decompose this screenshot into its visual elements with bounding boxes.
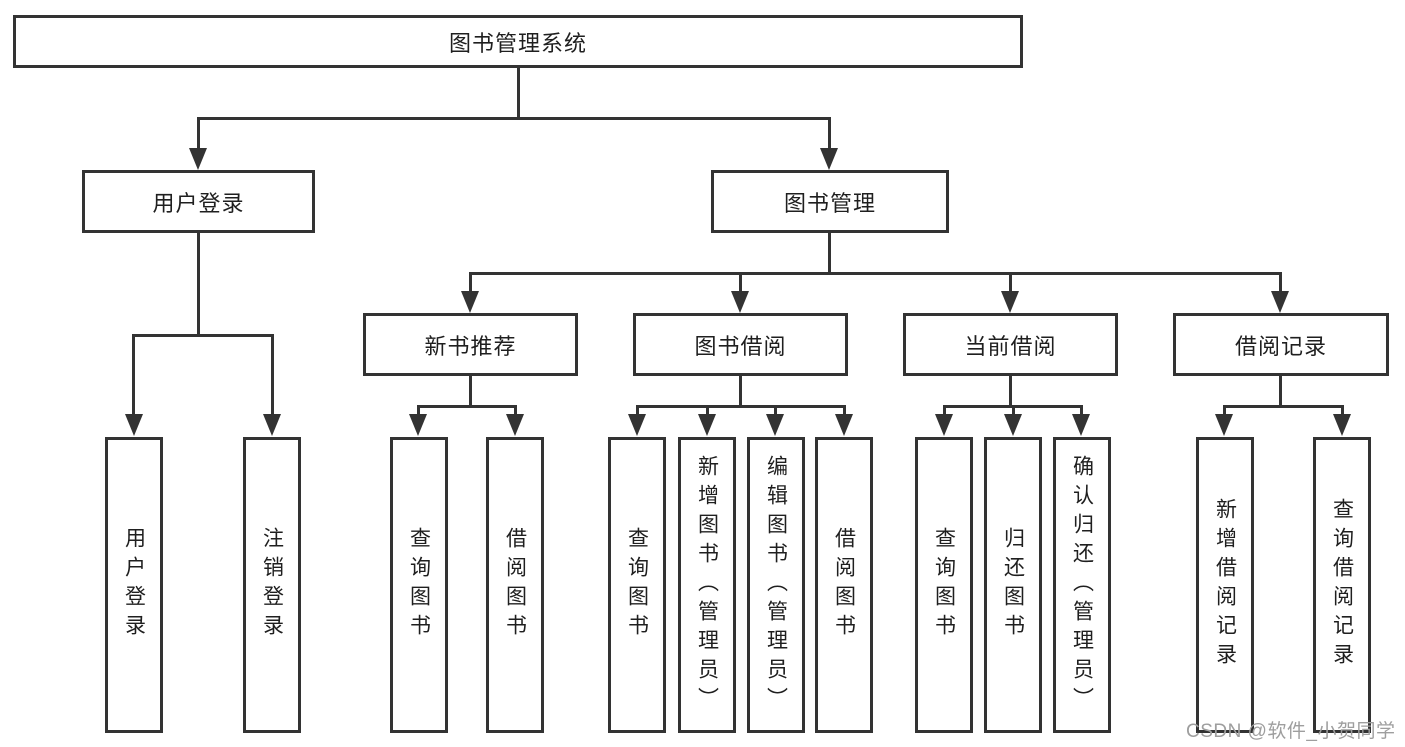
arrow-down-icon <box>506 414 524 436</box>
connector-line <box>197 117 831 120</box>
leaf-user-login-label: 用户登录 <box>122 527 146 643</box>
arrow-down-icon <box>766 414 784 436</box>
arrow-down-icon <box>1072 414 1090 436</box>
connector-line <box>514 405 517 417</box>
connector-line <box>1223 405 1226 417</box>
connector-line <box>1012 405 1015 417</box>
arrow-down-icon <box>1001 291 1019 313</box>
leaf-edit-books-admin-label: 编辑图书（管理员） <box>764 454 788 716</box>
connector-line <box>132 334 273 337</box>
connector-line <box>1341 405 1344 417</box>
node-root: 图书管理系统 <box>13 15 1023 68</box>
arrow-down-icon <box>461 291 479 313</box>
arrow-down-icon <box>1271 291 1289 313</box>
node-book-management-label: 图书管理 <box>783 190 876 216</box>
leaf-return-books-label: 归还图书 <box>1001 527 1025 643</box>
leaf-return-books: 归还图书 <box>984 437 1042 733</box>
node-book-management: 图书管理 <box>711 170 949 233</box>
connector-line <box>706 405 709 417</box>
node-new-book-recommend-label: 新书推荐 <box>424 333 517 359</box>
arrow-down-icon <box>263 414 281 436</box>
leaf-user-login: 用户登录 <box>105 437 163 733</box>
leaf-logout-label: 注销登录 <box>260 527 284 643</box>
connector-line <box>843 405 846 417</box>
connector-line <box>1080 405 1083 417</box>
leaf-borrow-books-1-label: 借阅图书 <box>503 527 527 643</box>
leaf-add-books-admin: 新增图书（管理员） <box>678 437 736 733</box>
leaf-query-borrow-record: 查询借阅记录 <box>1313 437 1371 733</box>
node-new-book-recommend: 新书推荐 <box>363 313 578 376</box>
leaf-query-borrow-record-label: 查询借阅记录 <box>1330 498 1354 672</box>
connector-line <box>774 405 777 417</box>
connector-line <box>943 405 946 417</box>
leaf-query-books-3-label: 查询图书 <box>932 527 956 643</box>
connector-line <box>469 272 472 292</box>
leaf-query-books-2: 查询图书 <box>608 437 666 733</box>
watermark: CSDN @软件_小贺同学 <box>1186 721 1396 742</box>
connector-line <box>469 272 1282 275</box>
leaf-borrow-books-2-label: 借阅图书 <box>832 527 856 643</box>
arrow-down-icon <box>835 414 853 436</box>
leaf-add-books-admin-label: 新增图书（管理员） <box>695 454 719 716</box>
connector-line <box>132 334 135 415</box>
node-book-borrowing-label: 图书借阅 <box>694 333 787 359</box>
connector-line <box>197 233 200 337</box>
node-borrowing-records: 借阅记录 <box>1173 313 1389 376</box>
node-user-login: 用户登录 <box>82 170 315 233</box>
connector-line <box>636 405 846 408</box>
leaf-borrow-books-2: 借阅图书 <box>815 437 873 733</box>
arrow-down-icon <box>1333 414 1351 436</box>
leaf-add-borrow-record-label: 新增借阅记录 <box>1213 498 1237 672</box>
arrow-down-icon <box>731 291 749 313</box>
node-current-borrowing: 当前借阅 <box>903 313 1118 376</box>
leaf-logout: 注销登录 <box>243 437 301 733</box>
arrow-down-icon <box>1004 414 1022 436</box>
arrow-down-icon <box>628 414 646 436</box>
connector-line <box>469 376 472 408</box>
leaf-query-books-3: 查询图书 <box>915 437 973 733</box>
connector-line <box>828 117 831 150</box>
leaf-confirm-return-admin-label: 确认归还（管理员） <box>1070 454 1094 716</box>
leaf-edit-books-admin: 编辑图书（管理员） <box>747 437 805 733</box>
arrow-down-icon <box>189 148 207 170</box>
arrow-down-icon <box>125 414 143 436</box>
leaf-add-borrow-record: 新增借阅记录 <box>1196 437 1254 733</box>
connector-line <box>197 117 200 150</box>
connector-line <box>739 376 742 408</box>
node-root-label: 图书管理系统 <box>448 30 587 56</box>
connector-line <box>1279 376 1282 408</box>
node-borrowing-records-label: 借阅记录 <box>1234 333 1327 359</box>
connector-line <box>271 334 274 415</box>
leaf-query-books-2-label: 查询图书 <box>625 527 649 643</box>
connector-line <box>1223 405 1343 408</box>
connector-line <box>1009 376 1012 408</box>
node-user-login-label: 用户登录 <box>152 190 245 216</box>
connector-line <box>739 272 742 292</box>
leaf-query-books-1-label: 查询图书 <box>407 527 431 643</box>
connector-line <box>1009 272 1012 292</box>
leaf-confirm-return-admin: 确认归还（管理员） <box>1053 437 1111 733</box>
arrow-down-icon <box>698 414 716 436</box>
arrow-down-icon <box>935 414 953 436</box>
arrow-down-icon <box>1215 414 1233 436</box>
arrow-down-icon <box>820 148 838 170</box>
leaf-query-books-1: 查询图书 <box>390 437 448 733</box>
connector-line <box>517 67 520 120</box>
node-current-borrowing-label: 当前借阅 <box>964 333 1057 359</box>
node-book-borrowing: 图书借阅 <box>633 313 848 376</box>
connector-line <box>828 233 831 275</box>
arrow-down-icon <box>409 414 427 436</box>
connector-line <box>636 405 639 417</box>
leaf-borrow-books-1: 借阅图书 <box>486 437 544 733</box>
connector-line <box>1279 272 1282 292</box>
connector-line <box>417 405 420 417</box>
connector-line <box>417 405 517 408</box>
